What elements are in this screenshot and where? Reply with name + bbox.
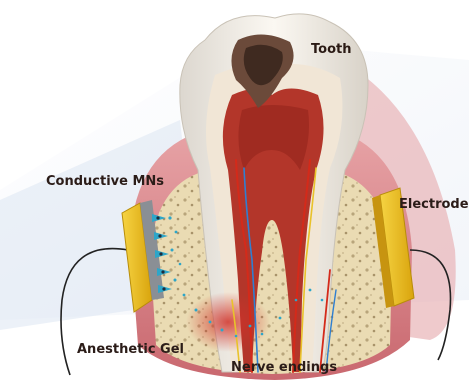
anesthetic-gel-label: Anesthetic Gel xyxy=(77,343,184,356)
anesthetic-gel-cloud xyxy=(186,292,270,352)
electrode-label: Electrode xyxy=(399,198,469,211)
conductive-mns-label: Conductive MNs xyxy=(46,175,164,188)
tooth-label: Tooth xyxy=(311,43,351,56)
nerve-endings-label: Nerve endings xyxy=(231,361,337,374)
